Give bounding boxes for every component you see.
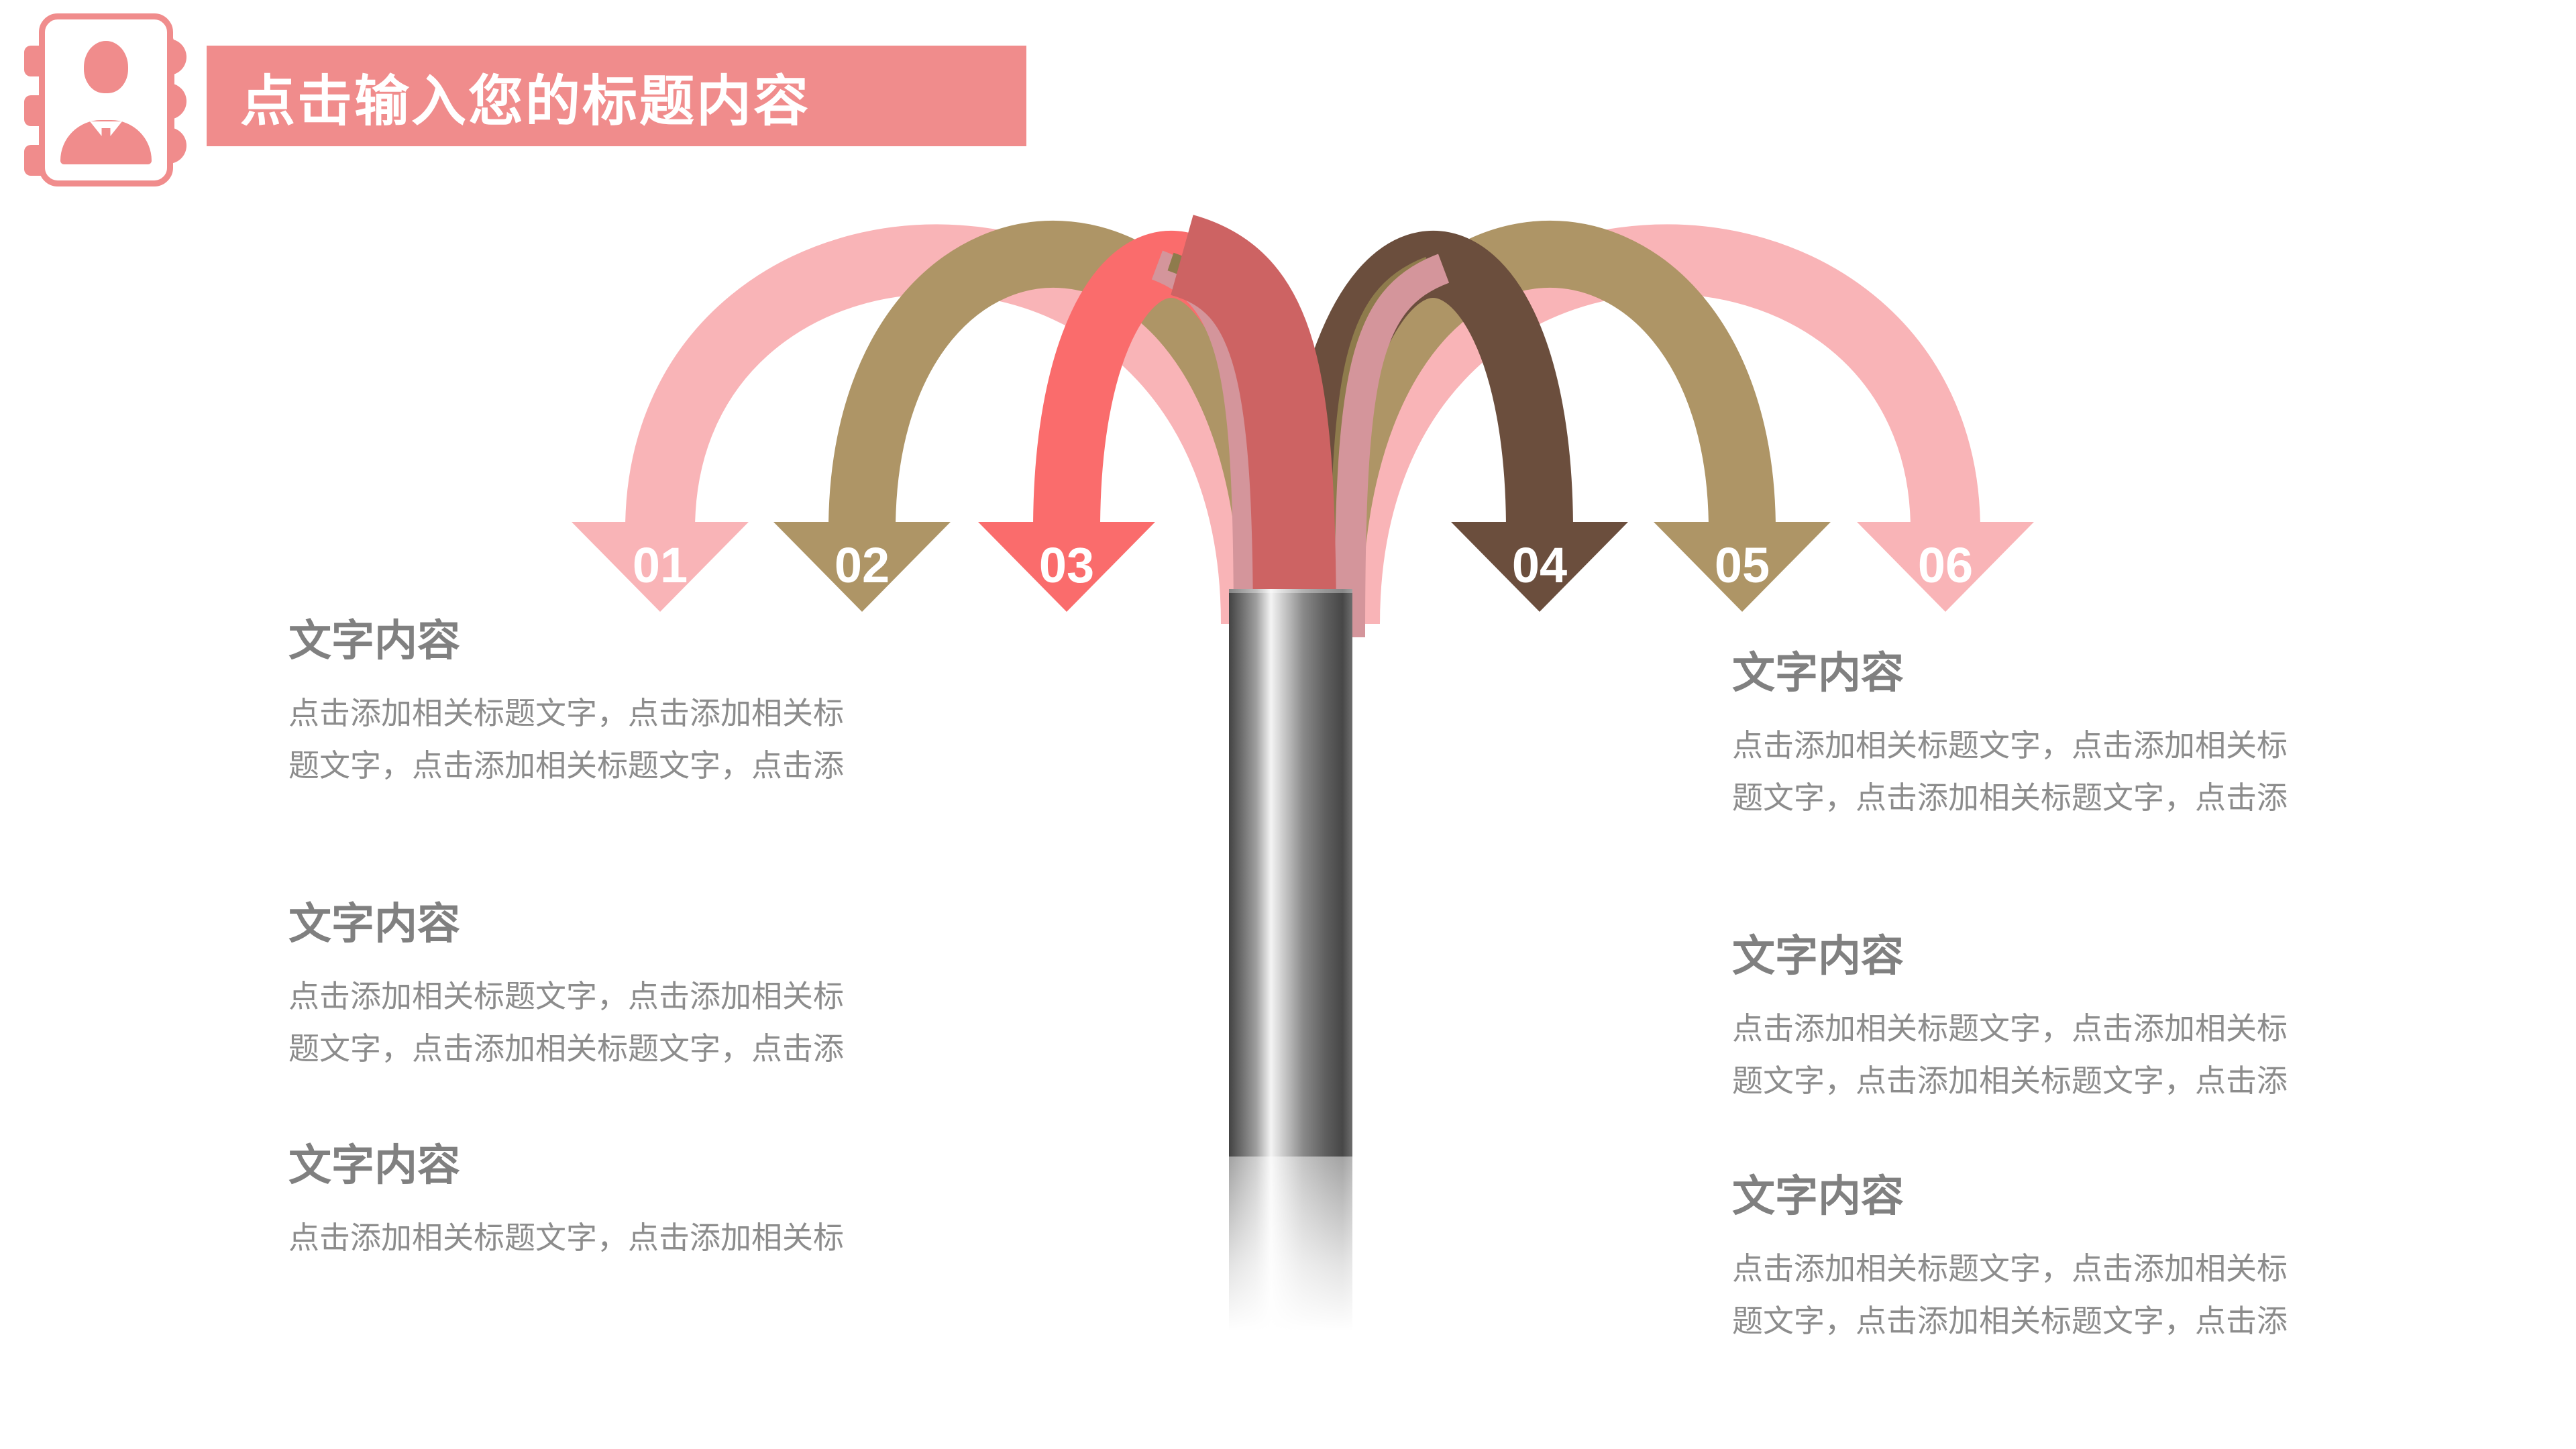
title-bar[interactable]: 点击输入您的标题内容 — [207, 46, 1026, 146]
block-heading: 文字内容 — [1732, 932, 1904, 980]
block-body: 点击添加相关标题文字，点击添加相关标 题文字，点击添加相关标题文字，点击添 — [1732, 1242, 2297, 1347]
arrow-03-number: 03 — [1039, 537, 1094, 593]
center-sliver-pink-right — [1334, 254, 1450, 638]
text-block-left-3[interactable]: 文字内容 点击添加相关标题文字，点击添加相关标 — [288, 1140, 853, 1264]
block-heading: 文字内容 — [288, 616, 460, 665]
block-body-line: 题文字，点击添加相关标题文字，点击添 — [1732, 1063, 2288, 1098]
block-body-line: 点击添加相关标题文字，点击添加相关标 — [1732, 728, 2288, 763]
arrow-06-head — [1857, 522, 2034, 612]
person-tie-icon — [101, 128, 111, 158]
block-body: 点击添加相关标题文字，点击添加相关标 题文字，点击添加相关标题文字，点击添 — [288, 970, 853, 1075]
text-block-left-1[interactable]: 文字内容 点击添加相关标题文字，点击添加相关标 题文字，点击添加相关标题文字，点… — [288, 616, 853, 792]
block-body: 点击添加相关标题文字，点击添加相关标 — [288, 1212, 853, 1264]
pole — [1229, 589, 1352, 1157]
text-block-left-2[interactable]: 文字内容 点击添加相关标题文字，点击添加相关标 题文字，点击添加相关标题文字，点… — [288, 899, 853, 1075]
block-body-line: 题文字，点击添加相关标题文字，点击添 — [288, 748, 844, 783]
arrow-03-head — [978, 522, 1155, 612]
text-block-right-2[interactable]: 文字内容 点击添加相关标题文字，点击添加相关标 题文字，点击添加相关标题文字，点… — [1732, 931, 2297, 1107]
arrow-02-head — [773, 522, 951, 612]
block-body: 点击添加相关标题文字，点击添加相关标 题文字，点击添加相关标题文字，点击添 — [288, 687, 853, 792]
arrow-06-number: 06 — [1918, 537, 1973, 593]
person-head-icon — [84, 41, 128, 93]
arrow-04-number: 04 — [1512, 537, 1567, 593]
arrow-01-number: 01 — [633, 537, 688, 593]
arrow-02-number: 02 — [835, 537, 890, 593]
block-body-line: 题文字，点击添加相关标题文字，点击添 — [1732, 780, 2288, 815]
block-body-line: 点击添加相关标题文字，点击添加相关标 — [288, 979, 844, 1014]
arrow-05-number: 05 — [1715, 537, 1770, 593]
block-body-line: 点击添加相关标题文字，点击添加相关标 — [1732, 1011, 2288, 1046]
block-heading: 文字内容 — [288, 900, 460, 948]
text-block-right-1[interactable]: 文字内容 点击添加相关标题文字，点击添加相关标 题文字，点击添加相关标题文字，点… — [1732, 648, 2297, 824]
block-body: 点击添加相关标题文字，点击添加相关标 题文字，点击添加相关标题文字，点击添 — [1732, 719, 2297, 824]
block-body-line: 点击添加相关标题文字，点击添加相关标 — [288, 1220, 844, 1255]
block-body-line: 题文字，点击添加相关标题文字，点击添 — [1732, 1303, 2288, 1338]
block-body-line: 点击添加相关标题文字，点击添加相关标 — [1732, 1251, 2288, 1286]
block-heading: 文字内容 — [1732, 1172, 1904, 1220]
card-face — [39, 13, 173, 186]
center-ribbon — [1169, 215, 1336, 638]
pole-reflection — [1229, 1157, 1352, 1355]
arrow-05-head — [1654, 522, 1831, 612]
block-heading: 文字内容 — [1732, 649, 1904, 697]
block-heading: 文字内容 — [288, 1141, 460, 1189]
block-body-line: 题文字，点击添加相关标题文字，点击添 — [288, 1031, 844, 1066]
block-body-line: 点击添加相关标题文字，点击添加相关标 — [288, 696, 844, 731]
arrow-04-head — [1451, 522, 1628, 612]
block-body: 点击添加相关标题文字，点击添加相关标 题文字，点击添加相关标题文字，点击添 — [1732, 1002, 2297, 1107]
contact-card-icon — [23, 13, 197, 186]
arrow-01-head — [572, 522, 749, 612]
text-block-right-3[interactable]: 文字内容 点击添加相关标题文字，点击添加相关标 题文字，点击添加相关标题文字，点… — [1732, 1171, 2297, 1347]
slide-title: 点击输入您的标题内容 — [240, 70, 811, 132]
